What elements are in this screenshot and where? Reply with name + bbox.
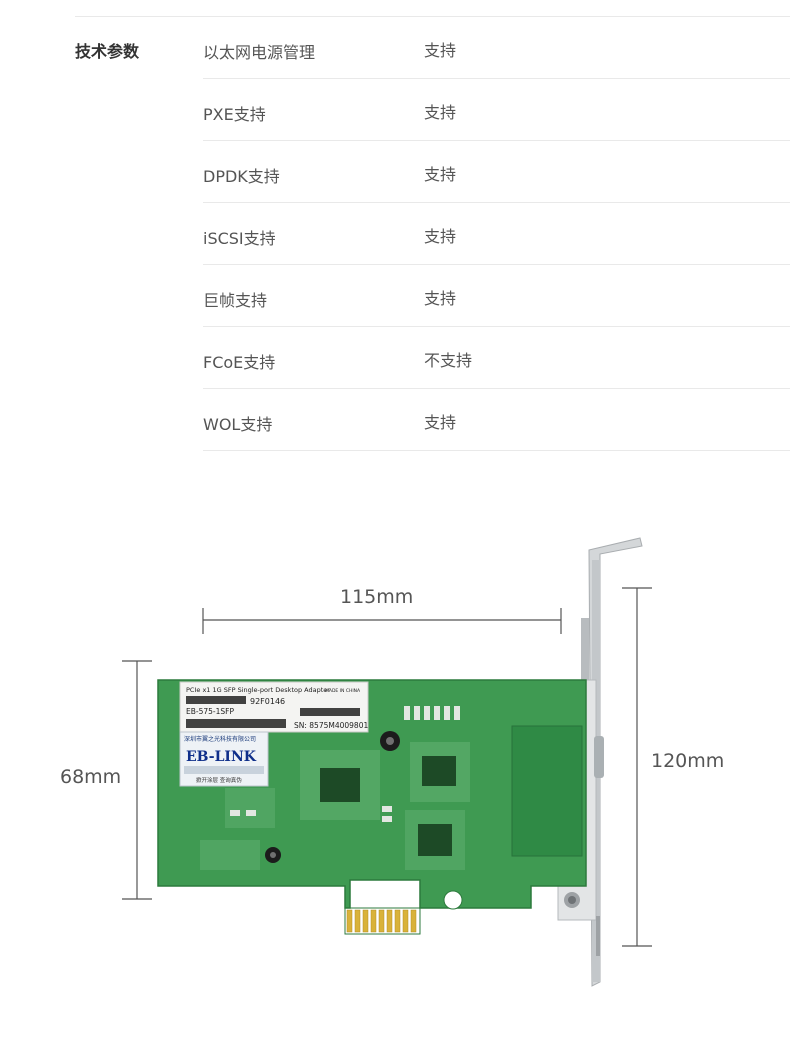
- spec-name: WOL支持: [203, 415, 273, 434]
- label-made-in: MADE IN CHINA: [325, 688, 361, 694]
- sticker-brand: EB-LINK: [186, 749, 257, 765]
- spec-row: FCoE支持 不支持: [203, 327, 790, 389]
- label-model: EB-575-1SFP: [186, 707, 234, 716]
- nic-card-illustration: PCIe x1 1G SFP Single-port Desktop Adapt…: [122, 537, 652, 987]
- spec-name: DPDK支持: [203, 167, 280, 186]
- spec-value: 支持: [424, 41, 457, 60]
- spec-value: 支持: [424, 103, 457, 122]
- spec-name: 以太网电源管理: [203, 43, 316, 62]
- spec-value: 不支持: [424, 351, 473, 370]
- product-label: PCIe x1 1G SFP Single-port Desktop Adapt…: [179, 681, 369, 733]
- spec-value: 支持: [424, 413, 457, 432]
- spec-row: 巨帧支持 支持: [203, 265, 790, 327]
- spec-row: 以太网电源管理 支持: [203, 17, 790, 79]
- spec-name: FCoE支持: [203, 353, 276, 372]
- spec-row: DPDK支持 支持: [203, 141, 790, 203]
- label-code: 92F0146: [250, 697, 285, 706]
- spec-row: PXE支持 支持: [203, 79, 790, 141]
- spec-name: 巨帧支持: [203, 291, 268, 310]
- section-label: 技术参数: [75, 42, 140, 61]
- sticker-slogan: 掀开涂层 查询真伪: [196, 776, 242, 784]
- label-serial: SN: 8575M4009801: [294, 721, 368, 730]
- label-title: PCIe x1 1G SFP Single-port Desktop Adapt…: [186, 686, 330, 694]
- spec-name: PXE支持: [203, 105, 266, 124]
- spec-value: 支持: [424, 227, 457, 246]
- dim-length-label: 115mm: [340, 586, 414, 608]
- spec-name: iSCSI支持: [203, 229, 276, 248]
- sticker-company: 深圳市翼之光科技有限公司: [184, 735, 256, 743]
- spec-row: iSCSI支持 支持: [203, 203, 790, 265]
- spec-value: 支持: [424, 165, 457, 184]
- dimension-lines: [122, 587, 652, 947]
- dim-bracket-height-label: 120mm: [651, 750, 725, 772]
- spec-table: 以太网电源管理 支持 PXE支持 支持 DPDK支持 支持 iSCSI支持 支持…: [203, 17, 790, 451]
- dim-card-height-label: 68mm: [60, 766, 122, 788]
- spec-value: 支持: [424, 289, 457, 308]
- top-divider: [75, 16, 790, 17]
- spec-row: WOL支持 支持: [203, 389, 790, 451]
- brand-sticker: 深圳市翼之光科技有限公司 EB-LINK 掀开涂层 查询真伪: [179, 731, 269, 787]
- product-figure: 115mm 68mm 120mm: [0, 520, 790, 1000]
